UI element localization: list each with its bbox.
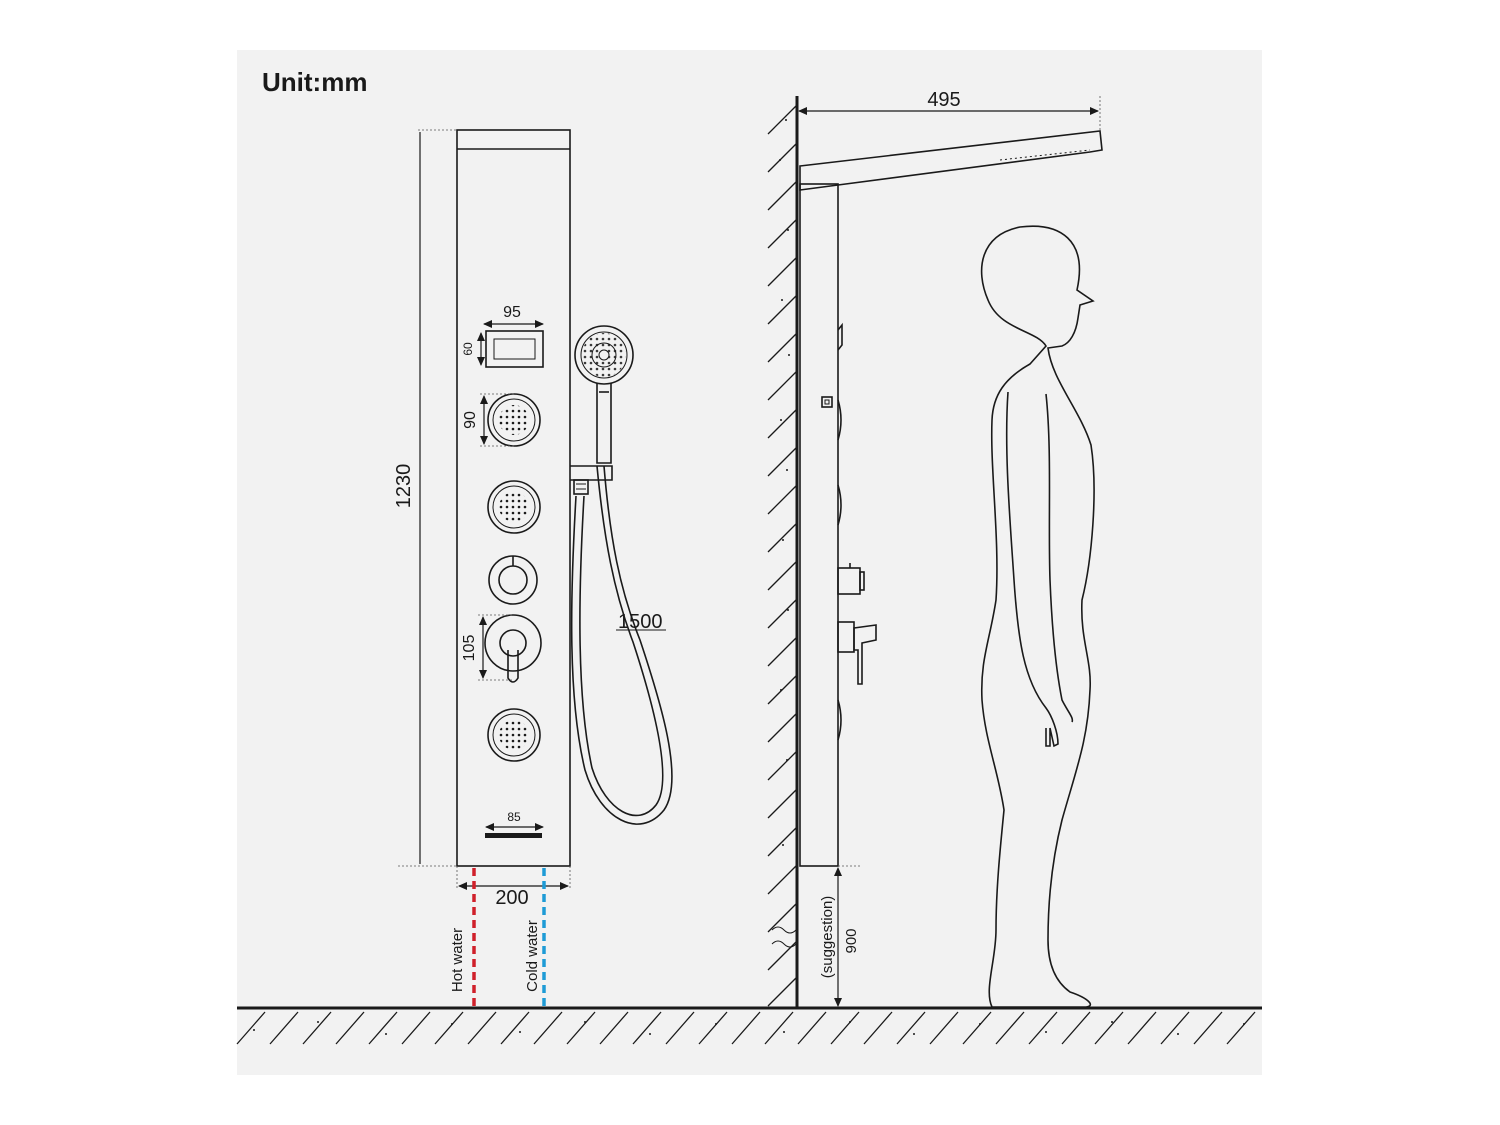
- height-dimension-label: 1230: [393, 464, 415, 509]
- display-height-label: 60: [461, 342, 475, 356]
- human-figure: [980, 225, 1095, 1008]
- floor: [236, 1006, 1262, 1045]
- wall-hatching: [767, 105, 797, 1007]
- diverter-knob: [488, 555, 538, 605]
- hand-shower-holder: [570, 465, 613, 495]
- diverter-knob-side: [837, 563, 865, 595]
- panel-body: [456, 129, 571, 867]
- mount-height-note: (suggestion): [819, 896, 836, 979]
- body-jet-3: [487, 708, 541, 762]
- inlet-spacing-label: 200: [495, 887, 528, 909]
- unit-label: Unit:mm: [262, 67, 367, 97]
- hose-length-label: 1500: [618, 611, 663, 633]
- spout-width-label: 85: [507, 810, 521, 824]
- top-projection-label: 495: [927, 89, 960, 111]
- shower-hose: [570, 465, 673, 825]
- drawing-background: [237, 50, 1262, 1075]
- jet-height-label: 90: [462, 411, 479, 429]
- display-width-label: 95: [503, 304, 521, 321]
- hand-shower: [574, 325, 634, 464]
- hot-water-label: Hot water: [449, 928, 466, 992]
- cold-water-label: Cold water: [524, 920, 541, 992]
- side-view: 495 (suggestion) 900: [767, 89, 1103, 1008]
- front-view: 1230 95 60 90: [393, 129, 673, 1008]
- handle-height-label: 105: [461, 635, 478, 662]
- temperature-display: [485, 330, 544, 368]
- body-jet-2: [487, 480, 541, 534]
- mixer-handle-side: [837, 621, 877, 685]
- spout: [485, 833, 542, 838]
- mount-height-value: 900: [843, 928, 860, 953]
